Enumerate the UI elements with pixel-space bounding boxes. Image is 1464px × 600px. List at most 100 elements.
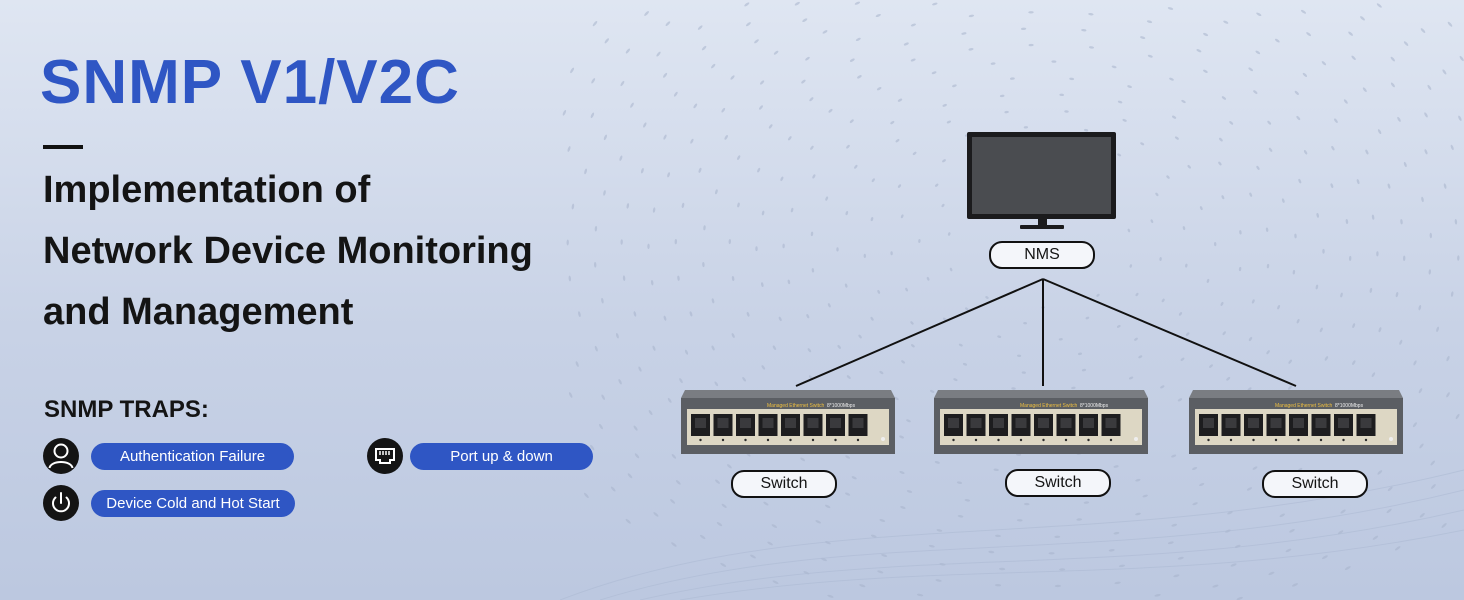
- background-dot: [994, 583, 1002, 587]
- background-dot: [968, 48, 974, 51]
- background-dot: [1138, 355, 1143, 359]
- background-dot: [601, 297, 604, 304]
- background-dot: [952, 84, 957, 88]
- background-dot: [910, 58, 916, 62]
- ethernet-port-socket: [1248, 418, 1259, 428]
- background-dot: [742, 377, 746, 382]
- power-led: [881, 437, 885, 441]
- switch-panel-model-text: Managed Ethernet Switch: [1275, 403, 1332, 409]
- background-dot: [737, 202, 740, 208]
- background-dot: [1376, 251, 1379, 257]
- background-dot: [1113, 465, 1119, 468]
- ethernet-port-socket: [1360, 418, 1372, 428]
- background-dot: [1028, 11, 1034, 14]
- background-dot: [1458, 115, 1462, 121]
- background-dot: [721, 503, 727, 508]
- background-dot: [899, 435, 904, 439]
- background-dot: [1155, 192, 1159, 197]
- background-dot: [870, 534, 877, 538]
- background-dot: [900, 506, 906, 509]
- background-dot: [711, 345, 715, 351]
- background-dot: [610, 486, 616, 492]
- switch-panel-speed-text: 8*1000Mbps: [827, 403, 856, 409]
- background-dot: [912, 151, 917, 156]
- background-dot: [721, 107, 726, 113]
- background-dot: [702, 262, 705, 268]
- background-dot: [618, 379, 622, 385]
- background-dot: [1450, 291, 1454, 297]
- port-led: [766, 438, 770, 442]
- background-dot: [931, 71, 937, 75]
- background-dot: [1306, 32, 1312, 37]
- background-dot: [604, 38, 610, 44]
- nms-label: NMS: [989, 241, 1095, 269]
- ethernet-port-icon: [367, 438, 403, 474]
- background-dot: [993, 468, 999, 472]
- background-dot: [1246, 487, 1252, 491]
- background-dot: [1362, 87, 1367, 92]
- background-dot: [836, 247, 839, 252]
- port-led: [974, 438, 978, 442]
- background-dot: [849, 58, 855, 62]
- background-dot: [941, 203, 945, 208]
- background-dot: [854, 164, 858, 169]
- switch-label-2: Switch: [1005, 469, 1111, 497]
- background-dot: [1337, 530, 1344, 535]
- background-dot: [1135, 512, 1141, 516]
- background-dot: [1142, 494, 1148, 498]
- background-dot: [958, 343, 963, 347]
- subtitle-line-1: Implementation of: [43, 169, 371, 211]
- background-dot: [1348, 255, 1352, 261]
- background-dot: [1016, 519, 1023, 522]
- background-dot: [968, 14, 975, 18]
- background-dot: [1140, 36, 1146, 39]
- background-dot: [1288, 385, 1292, 390]
- background-dot: [1221, 195, 1225, 200]
- switch-panel-model-text: Managed Ethernet Switch: [767, 403, 824, 409]
- background-dot: [1180, 357, 1185, 361]
- background-dot: [714, 381, 719, 387]
- background-dot: [650, 280, 654, 286]
- background-dot: [578, 311, 581, 317]
- port-led: [1087, 438, 1090, 442]
- traps-heading: SNMP TRAPS:: [44, 396, 209, 423]
- background-dot: [1412, 422, 1417, 428]
- background-dot: [1187, 165, 1191, 169]
- background-dot: [1160, 385, 1165, 389]
- ethernet-port-socket: [1270, 418, 1282, 428]
- background-dot: [1135, 478, 1141, 482]
- background-dot: [828, 108, 833, 113]
- background-dot: [1219, 137, 1223, 142]
- background-dot: [1430, 484, 1436, 489]
- background-dot: [746, 311, 750, 317]
- background-dot: [768, 124, 773, 129]
- trap-authentication-failure: Authentication Failure: [91, 443, 294, 470]
- background-dot: [744, 2, 750, 7]
- background-dot: [1167, 541, 1174, 545]
- title-divider: [43, 145, 83, 149]
- background-dot: [1421, 196, 1424, 203]
- background-dot: [815, 520, 821, 524]
- background-dot: [1081, 368, 1087, 372]
- background-dot: [964, 499, 971, 502]
- switch-panel-speed-text: 8*1000Mbps: [1335, 403, 1364, 409]
- background-dot: [877, 570, 884, 574]
- port-led: [834, 438, 837, 442]
- background-dot: [846, 144, 850, 149]
- background-dot: [1427, 84, 1432, 90]
- background-dot: [1174, 136, 1179, 140]
- background-dot: [626, 203, 630, 209]
- background-dot: [1302, 72, 1308, 77]
- background-dot: [643, 122, 647, 128]
- background-dot: [1088, 12, 1094, 16]
- background-dot: [805, 56, 810, 61]
- background-dot: [1177, 556, 1184, 560]
- background-dot: [644, 11, 650, 16]
- ethernet-port-socket: [1315, 418, 1327, 428]
- background-dot: [590, 444, 595, 451]
- background-dot: [590, 112, 595, 119]
- background-dot: [647, 243, 650, 250]
- background-dot: [633, 425, 638, 431]
- background-dot: [901, 360, 906, 364]
- background-dot: [1114, 581, 1121, 585]
